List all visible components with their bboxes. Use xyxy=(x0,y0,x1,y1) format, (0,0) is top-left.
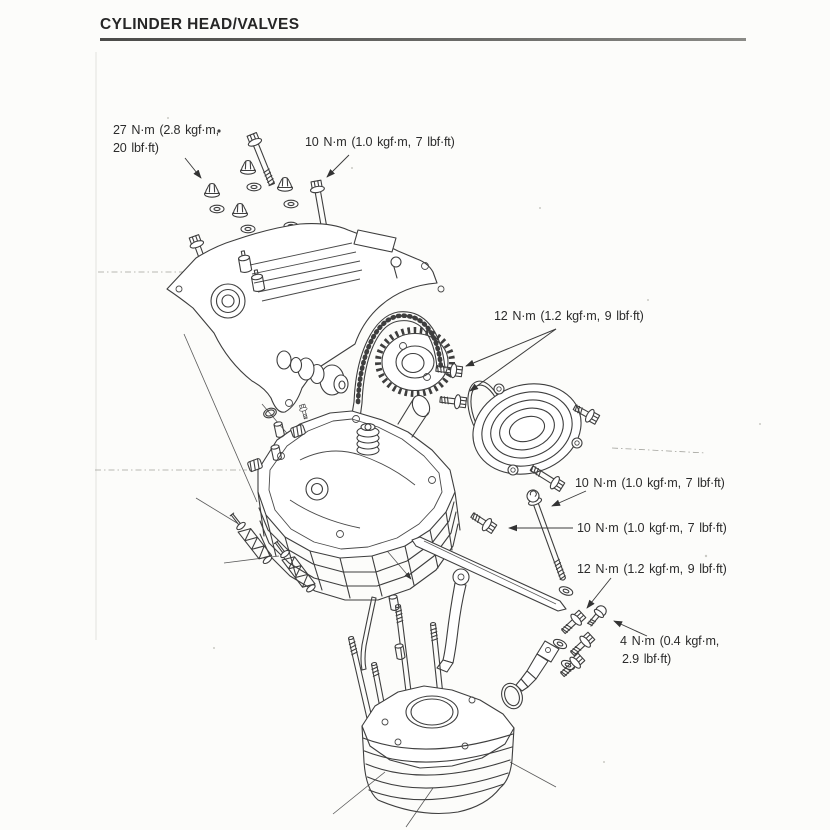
right-side-cover xyxy=(472,383,601,493)
torque-label-27nm-line1: 27 N·m (2.8 kgf·m, xyxy=(113,123,219,137)
torque-label-10nm-right-upper: 10 N·m (1.0 kgf·m, 7 lbf·ft) xyxy=(575,476,725,490)
head-side-bolt xyxy=(468,509,497,535)
tensioner-screw-4nm xyxy=(584,602,610,629)
chain-tensioner xyxy=(468,487,610,710)
page-header: CYLINDER HEAD/VALVES xyxy=(100,16,746,41)
callout-leaders xyxy=(184,154,648,637)
torque-label-12nm-tensioner: 12 N·m (1.2 kgf·m, 9 lbf·ft) xyxy=(577,562,727,576)
torque-label-10nm-top: 10 N·m (1.0 kgf·m, 7 lbf·ft) xyxy=(305,135,455,149)
camshaft xyxy=(276,350,349,396)
torque-label-4nm-line1: 4 N·m (0.4 kgf·m, xyxy=(620,634,719,648)
page-title: CYLINDER HEAD/VALVES xyxy=(100,16,300,33)
torque-label-12nm-sprocket: 12 N·m (1.2 kgf·m, 9 lbf·ft) xyxy=(494,309,644,323)
cam-sprocket xyxy=(375,327,455,397)
head-side-bolt-10nm xyxy=(524,487,571,583)
cylinder-head-cover xyxy=(166,223,445,413)
cylinder-head xyxy=(246,394,461,601)
cover-bolt-short xyxy=(245,132,278,187)
header-rule xyxy=(100,38,746,41)
torque-label-27nm-line2: 20 lbf·ft) xyxy=(113,141,159,155)
chain-guide xyxy=(360,568,470,673)
torque-label-10nm-right-lower: 10 N·m (1.0 kgf·m, 7 lbf·ft) xyxy=(577,521,727,535)
cylinder-block xyxy=(361,685,515,814)
cam-chain xyxy=(350,311,446,421)
torque-label-4nm-line2: 2.9 lbf·ft) xyxy=(622,652,671,666)
tensioner-bolt-12nm xyxy=(559,609,588,637)
torque-labels: 27 N·m (2.8 kgf·m, 20 lbf·ft) 10 N·m (1.… xyxy=(113,123,727,666)
head-gasket xyxy=(411,536,567,612)
